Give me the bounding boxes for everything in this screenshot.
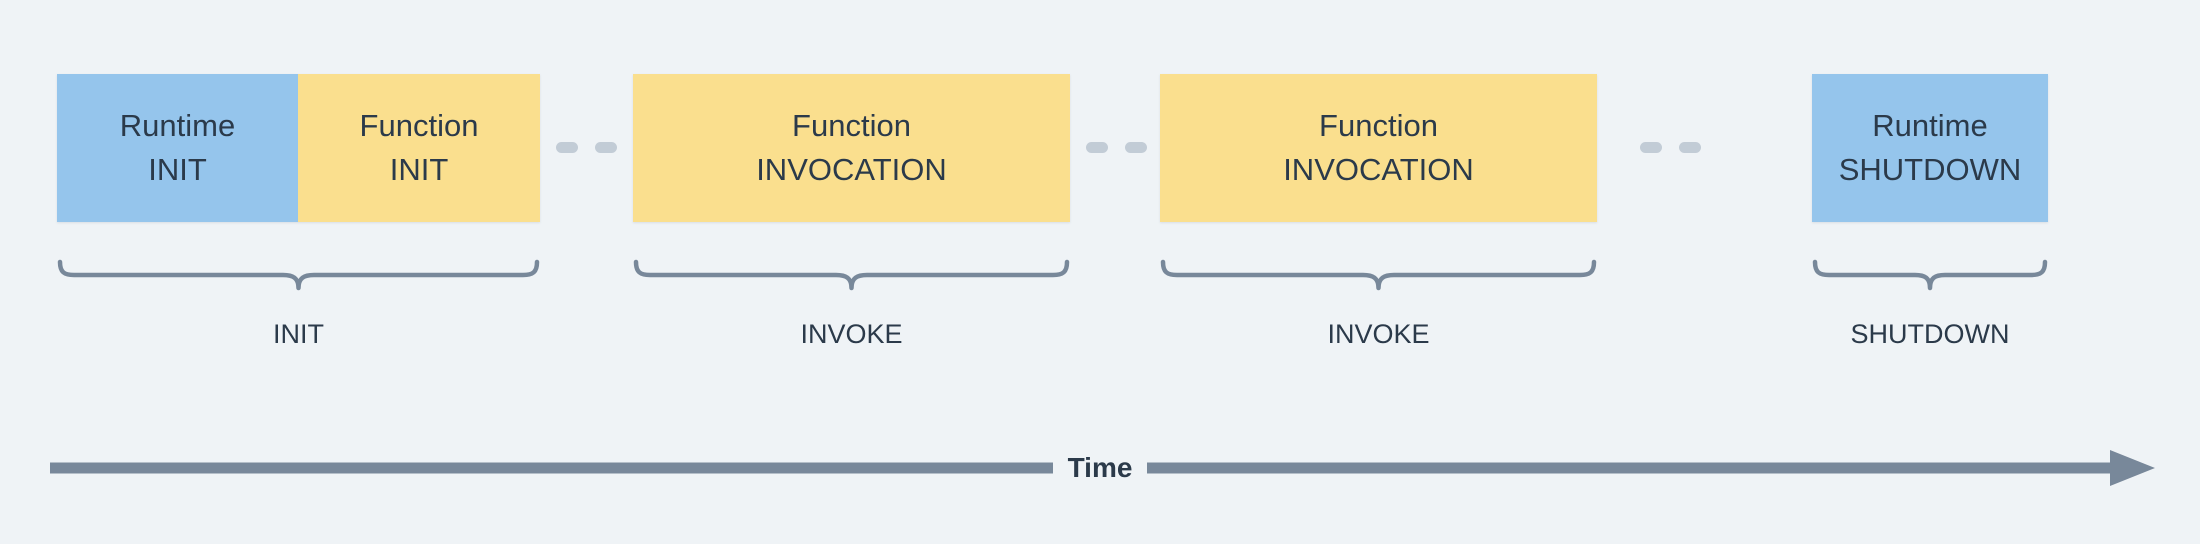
dashed-connector-3 <box>1640 142 1701 153</box>
dash-segment-icon <box>1086 142 1108 153</box>
brace-init <box>57 258 540 298</box>
brace-invoke-1 <box>633 258 1070 298</box>
dashed-connector-1 <box>556 142 617 153</box>
segment-line1: Runtime <box>1872 108 1988 143</box>
curly-brace-icon <box>1812 258 2048 298</box>
segment-line2: INIT <box>389 152 449 187</box>
phase-box-invoke-2: Function INVOCATION <box>1160 74 1597 222</box>
segment-runtime-shutdown: Runtime SHUTDOWN <box>1812 74 2048 222</box>
dashed-connector-2 <box>1086 142 1147 153</box>
segment-runtime-init: Runtime INIT <box>57 74 298 222</box>
phase-box-shutdown: Runtime SHUTDOWN <box>1812 74 2048 222</box>
brace-label-invoke-2: INVOKE <box>1327 319 1430 349</box>
segment-function-init: Function INIT <box>298 74 540 222</box>
time-axis <box>50 450 2155 486</box>
dash-segment-icon <box>1679 142 1701 153</box>
segment-line2: INIT <box>148 152 207 187</box>
dash-segment-icon <box>595 142 617 153</box>
dash-segment-icon <box>1640 142 1662 153</box>
dash-segment-icon <box>556 142 578 153</box>
segment-line2: INVOCATION <box>756 152 947 187</box>
segment-function-invocation-2: Function INVOCATION <box>1160 74 1597 222</box>
segment-line1: Function <box>792 108 911 143</box>
segment-line2: SHUTDOWN <box>1838 152 2022 187</box>
brace-label-shutdown: SHUTDOWN <box>1850 319 2010 349</box>
curly-brace-icon <box>1160 258 1597 298</box>
dash-segment-icon <box>1125 142 1147 153</box>
brace-invoke-2 <box>1160 258 1597 298</box>
phase-box-invoke-1: Function INVOCATION <box>633 74 1070 222</box>
brace-label-init: INIT <box>273 319 324 349</box>
curly-brace-icon <box>633 258 1070 298</box>
segment-line2: INVOCATION <box>1283 152 1474 187</box>
segment-line1: Function <box>359 108 479 143</box>
segment-line1: Function <box>1319 108 1438 143</box>
phase-box-init: Runtime INIT Function INIT <box>57 74 540 222</box>
segment-line1: Runtime <box>119 108 236 143</box>
arrowhead-right-icon <box>2110 450 2155 486</box>
curly-brace-icon <box>57 258 540 298</box>
brace-shutdown <box>1812 258 2048 298</box>
segment-function-invocation-1: Function INVOCATION <box>633 74 1070 222</box>
brace-label-invoke-1: INVOKE <box>800 319 903 349</box>
